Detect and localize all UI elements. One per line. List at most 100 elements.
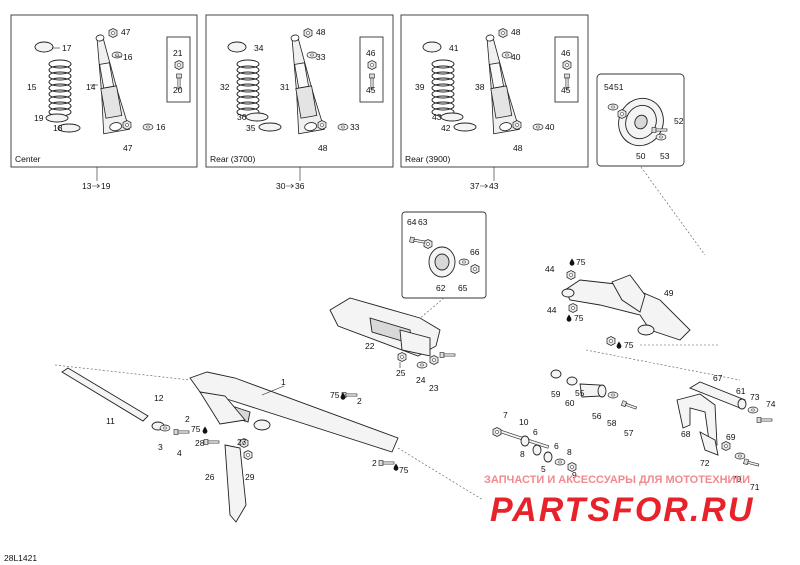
label-75e: 75 bbox=[574, 313, 584, 323]
label-55: 55 bbox=[575, 388, 585, 398]
label-33a: 33 bbox=[316, 52, 326, 62]
label-6a: 6 bbox=[533, 427, 538, 437]
label-15: 15 bbox=[27, 82, 37, 92]
label-2a: 2 bbox=[357, 396, 362, 406]
watermark-brand: PARTSFOR.RU bbox=[490, 491, 754, 529]
label-51: 51 bbox=[614, 82, 624, 92]
range-center: 13 19 bbox=[82, 167, 111, 191]
panel-idler-wheel[interactable]: 64 63 66 62 65 bbox=[401, 211, 487, 299]
watermark-subtitle: ЗАПЧАСТИ И АКСЕССУАРЫ ДЛЯ МОТОТЕХНИКИ bbox=[484, 474, 750, 486]
rear-axle-assembly[interactable]: 59 60 55 56 58 57 bbox=[550, 369, 638, 438]
label-45b: 45 bbox=[561, 85, 571, 95]
label-12: 12 bbox=[154, 393, 164, 403]
label-22: 22 bbox=[365, 341, 375, 351]
cross-member-assembly[interactable]: 22 25 24 23 bbox=[329, 297, 456, 393]
panel-caption-center: Center bbox=[15, 154, 41, 164]
label-57: 57 bbox=[624, 428, 634, 438]
range-to-rear-3900: 43 bbox=[489, 181, 499, 191]
rear-bracket-assembly[interactable]: 67 61 73 74 68 72 69 70 71 bbox=[676, 373, 776, 492]
range-rear-3700: 30 36 bbox=[276, 167, 305, 191]
label-7: 7 bbox=[503, 410, 508, 420]
label-35: 35 bbox=[246, 123, 256, 133]
panel-caption-rear-3700: Rear (3700) bbox=[210, 154, 256, 164]
panel-center-shock[interactable]: 47 17 16 14 15 19 18 16 47 21 20 Center bbox=[10, 14, 198, 168]
label-40a: 40 bbox=[511, 52, 521, 62]
label-33b: 33 bbox=[350, 122, 360, 132]
label-47a: 47 bbox=[121, 27, 131, 37]
label-58: 58 bbox=[607, 418, 617, 428]
label-47b: 47 bbox=[123, 143, 133, 153]
label-25: 25 bbox=[396, 368, 406, 378]
range-from-center: 13 bbox=[82, 181, 92, 191]
rear-arm-assembly[interactable]: 75 44 49 44 75 75 bbox=[545, 257, 741, 381]
label-42: 42 bbox=[441, 123, 451, 133]
label-66: 66 bbox=[470, 247, 480, 257]
label-17: 17 bbox=[62, 43, 72, 53]
oil-drop-icon bbox=[202, 426, 208, 434]
range-to-rear-3700: 36 bbox=[295, 181, 305, 191]
label-29: 29 bbox=[245, 472, 255, 482]
label-28: 28 bbox=[195, 438, 205, 448]
label-46a: 46 bbox=[366, 48, 376, 58]
label-14: 14 bbox=[86, 82, 96, 92]
range-to-center: 19 bbox=[101, 181, 111, 191]
label-8b: 8 bbox=[567, 447, 572, 457]
label-16a: 16 bbox=[123, 52, 133, 62]
label-34: 34 bbox=[254, 43, 264, 53]
label-52: 52 bbox=[674, 116, 684, 126]
label-2b: 2 bbox=[185, 414, 190, 424]
label-72: 72 bbox=[700, 458, 710, 468]
label-39: 39 bbox=[415, 82, 425, 92]
label-38: 38 bbox=[475, 82, 485, 92]
label-23: 23 bbox=[429, 383, 439, 393]
label-41: 41 bbox=[449, 43, 459, 53]
label-44b: 44 bbox=[547, 305, 557, 315]
oil-drop-icon bbox=[393, 463, 399, 471]
rail-and-swing-arm[interactable]: 1 75 2 11 12 3 4 2 75 28 27 26 29 2 75 bbox=[54, 364, 484, 523]
label-62: 62 bbox=[436, 283, 446, 293]
label-48d: 48 bbox=[513, 143, 523, 153]
label-75c: 75 bbox=[399, 465, 409, 475]
label-48b: 48 bbox=[318, 143, 328, 153]
label-27: 27 bbox=[237, 437, 247, 447]
label-71: 71 bbox=[750, 482, 760, 492]
range-arrow-icon bbox=[286, 183, 294, 189]
range-arrow-icon bbox=[92, 183, 100, 189]
label-59: 59 bbox=[551, 389, 561, 399]
range-from-rear-3700: 30 bbox=[276, 181, 286, 191]
label-49: 49 bbox=[664, 288, 674, 298]
watermark: ЗАПЧАСТИ И АКСЕССУАРЫ ДЛЯ МОТОТЕХНИКИ PA… bbox=[484, 474, 754, 529]
label-68: 68 bbox=[681, 429, 691, 439]
label-21: 21 bbox=[173, 48, 183, 58]
range-rear-3900: 37 43 bbox=[470, 167, 499, 191]
oil-drop-icon bbox=[569, 258, 575, 266]
label-60: 60 bbox=[565, 398, 575, 408]
panel-rear-3900-shock[interactable]: 48 41 40 38 39 43 42 40 48 46 45 Rear (3… bbox=[400, 14, 589, 168]
label-10: 10 bbox=[519, 417, 529, 427]
label-74: 74 bbox=[766, 399, 776, 409]
range-from-rear-3900: 37 bbox=[470, 181, 480, 191]
label-48c: 48 bbox=[511, 27, 521, 37]
panel-caption-rear-3900: Rear (3900) bbox=[405, 154, 451, 164]
oil-drop-icon bbox=[566, 314, 572, 322]
label-8a: 8 bbox=[520, 449, 525, 459]
label-20: 20 bbox=[173, 85, 183, 95]
label-65: 65 bbox=[458, 283, 468, 293]
label-48a: 48 bbox=[316, 27, 326, 37]
label-75b: 75 bbox=[191, 424, 201, 434]
label-75a: 75 bbox=[330, 390, 340, 400]
label-75f: 75 bbox=[624, 340, 634, 350]
label-36: 36 bbox=[237, 112, 247, 122]
label-18: 18 bbox=[53, 123, 63, 133]
front-axle-stud-assembly[interactable]: 7 10 6 8 6 8 5 9 bbox=[492, 410, 577, 480]
label-44a: 44 bbox=[545, 264, 555, 274]
label-2c: 2 bbox=[372, 458, 377, 468]
label-45a: 45 bbox=[366, 85, 376, 95]
label-32: 32 bbox=[220, 82, 230, 92]
label-26: 26 bbox=[205, 472, 215, 482]
panel-rear-3700-shock[interactable]: 48 34 33 31 32 36 35 33 48 46 45 Rear (3… bbox=[205, 14, 394, 168]
panel-wheel[interactable]: 54 51 52 50 53 bbox=[596, 73, 685, 167]
label-46b: 46 bbox=[561, 48, 571, 58]
label-1: 1 bbox=[281, 377, 286, 387]
